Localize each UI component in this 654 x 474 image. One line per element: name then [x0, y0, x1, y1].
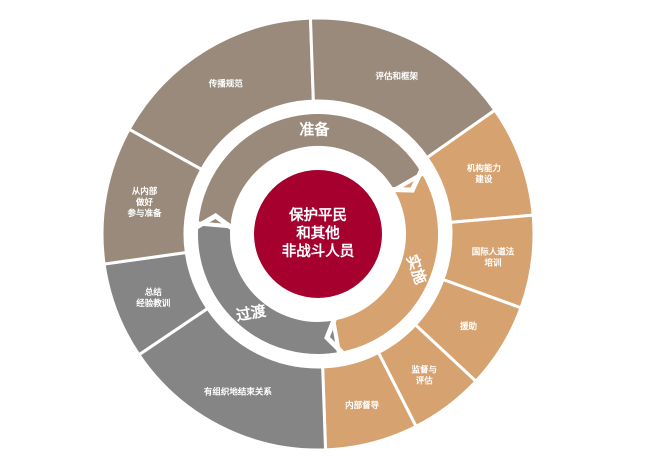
phase-label-prep: 准备 — [299, 121, 330, 139]
segment-label-ihl-training: 国际人道法培训 — [472, 246, 515, 268]
segment-label-lessons-line: 经验教训 — [136, 297, 171, 308]
phase-arrow-notch — [324, 312, 349, 359]
segment-label-lessons-line: 总结 — [145, 286, 163, 297]
phase-arrow-notch — [190, 212, 238, 234]
segment-label-orderly-exit: 有组织地结束关系 — [204, 386, 273, 397]
phase-band-trans — [194, 221, 342, 358]
segment-label-internal-prep: 从内部做好参与准备 — [127, 185, 162, 218]
center-label-line: 保护平民 — [288, 206, 347, 224]
phase-label-trans: 过渡 — [235, 302, 269, 325]
segment-label-orderly-exit-line: 有组织地结束关系 — [204, 386, 273, 397]
segment-label-internal-prep-line: 做好 — [135, 196, 154, 207]
segment-label-assistance: 援助 — [460, 321, 478, 332]
segment-label-monitoring-line: 评估 — [416, 375, 434, 386]
segment-label-lessons: 总结经验教训 — [136, 286, 171, 308]
segment-label-monitoring: 监督与评估 — [411, 364, 437, 386]
segment-label-assistance-line: 援助 — [460, 321, 478, 332]
segment-label-internal-prep-line: 参与准备 — [127, 207, 162, 218]
segment-label-ihl-training-line: 国际人道法 — [472, 246, 515, 257]
segment-label-internal-prep-line: 从内部 — [132, 185, 158, 196]
segment-label-internal-oversight: 内部督导 — [345, 399, 380, 410]
phase-arrow-notch — [386, 164, 426, 193]
center-circle — [254, 170, 382, 298]
segment-label-monitoring-line: 监督与 — [411, 364, 437, 375]
segment-label-assessment-line: 评估和框架 — [375, 71, 418, 82]
segment-internal-prep — [100, 127, 204, 266]
segment-label-capacity-line: 机构能力 — [467, 163, 501, 174]
segment-label-capacity-line: 建设 — [474, 174, 493, 185]
segment-label-dissemination: 传播规范 — [208, 78, 244, 89]
segment-label-dissemination-line: 传播规范 — [208, 78, 244, 89]
segment-label-capacity: 机构能力建设 — [467, 163, 501, 185]
segment-label-assessment: 评估和框架 — [375, 71, 418, 82]
segment-label-ihl-training-line: 培训 — [484, 257, 502, 268]
center-label-line: 非战斗人员 — [282, 242, 355, 260]
segment-label-internal-oversight-line: 内部督导 — [345, 399, 380, 410]
center-label-line: 和其他 — [296, 224, 340, 242]
